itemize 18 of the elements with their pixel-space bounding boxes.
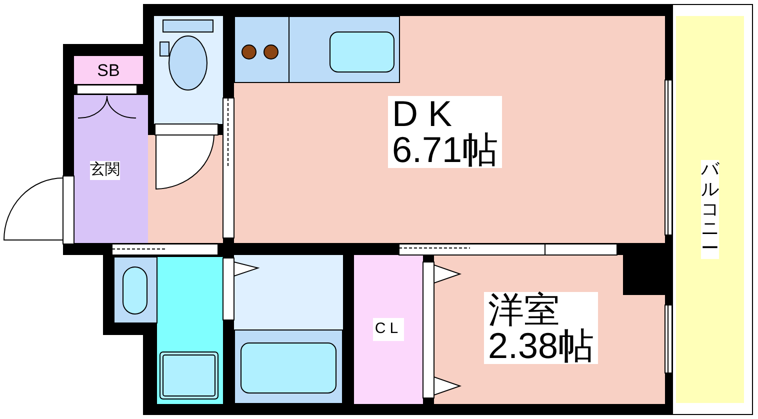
room	[154, 16, 223, 124]
area-label: 6.71帖	[392, 132, 498, 168]
room	[234, 16, 665, 243]
room	[354, 255, 423, 404]
room	[434, 255, 665, 404]
room	[74, 95, 148, 243]
room	[676, 16, 744, 403]
room	[234, 255, 343, 404]
area-label: 2.38帖	[488, 328, 594, 364]
room	[148, 135, 223, 243]
room-label: DK	[392, 96, 464, 132]
room-label: SB	[97, 62, 120, 78]
room	[157, 257, 223, 404]
room-label: CL	[372, 318, 404, 341]
room-label: 玄関	[90, 161, 120, 180]
room-label: バルコニー	[701, 160, 719, 259]
room	[74, 56, 143, 84]
room-label: 洋室	[488, 292, 560, 328]
